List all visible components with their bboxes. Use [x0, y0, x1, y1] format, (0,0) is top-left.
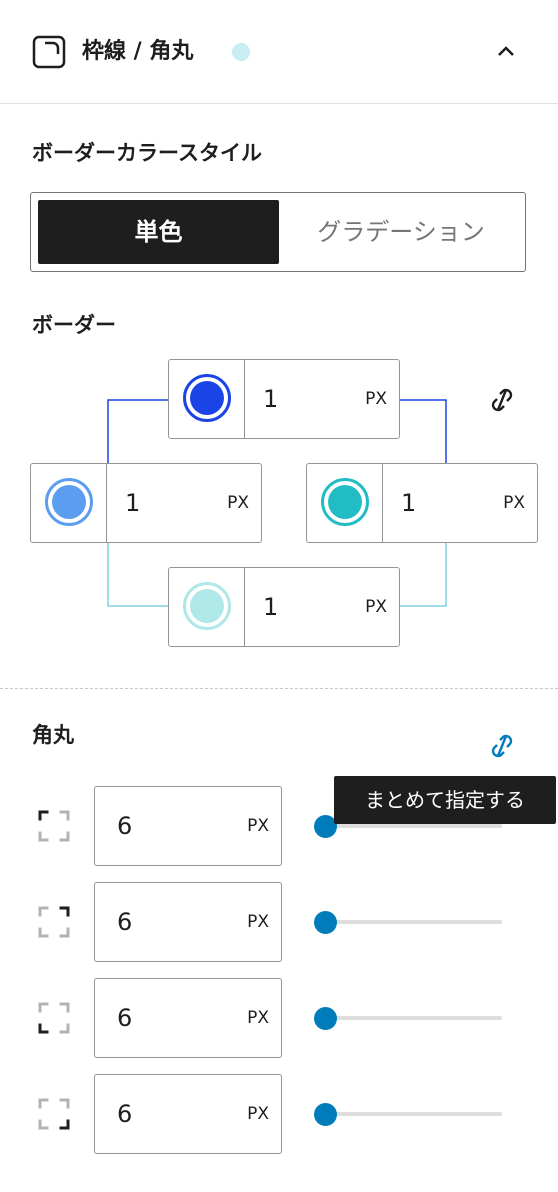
- unit-select[interactable]: PX: [503, 493, 525, 513]
- panel-header[interactable]: 枠線 / 角丸: [0, 0, 558, 104]
- border-label: ボーダー: [32, 313, 116, 337]
- radius-input[interactable]: 6 PX: [94, 978, 282, 1058]
- color-swatch: [52, 485, 86, 519]
- unit-select[interactable]: PX: [247, 1008, 269, 1028]
- radius-value: 6: [117, 1004, 133, 1032]
- border-left-color-button[interactable]: [31, 464, 107, 542]
- radius-row-bottom-right: 6 PX: [0, 1074, 558, 1154]
- unit-select[interactable]: PX: [247, 1104, 269, 1124]
- unit-select[interactable]: PX: [247, 816, 269, 836]
- rounded-corner-icon: [32, 35, 66, 69]
- radius-slider-track[interactable]: [326, 824, 502, 828]
- border-top-width-input[interactable]: 1: [263, 385, 279, 413]
- color-swatch-ring: [45, 478, 93, 526]
- radius-label: 角丸: [32, 723, 74, 747]
- border-bottom-width-input[interactable]: 1: [263, 593, 279, 621]
- border-right-control: 1 PX: [306, 463, 538, 543]
- color-swatch: [190, 381, 224, 415]
- radius-row-top-right: 6 PX: [0, 882, 558, 962]
- border-right-color-button[interactable]: [307, 464, 383, 542]
- radius-input[interactable]: 6 PX: [94, 882, 282, 962]
- border-bottom-color-button[interactable]: [169, 568, 245, 646]
- border-style-toggle: 単色 グラデーション: [30, 192, 526, 272]
- unlink-icon[interactable]: [486, 384, 518, 416]
- radius-slider-thumb[interactable]: [314, 815, 337, 838]
- radius-row-bottom-left: 6 PX: [0, 978, 558, 1058]
- radius-value: 6: [117, 1100, 133, 1128]
- border-style-label: ボーダーカラースタイル: [32, 141, 262, 165]
- radius-slider-thumb[interactable]: [314, 1007, 337, 1030]
- panel-title: 枠線 / 角丸: [82, 39, 194, 64]
- section-divider: [0, 688, 558, 689]
- chevron-up-icon[interactable]: [492, 38, 520, 66]
- unit-select[interactable]: PX: [227, 493, 249, 513]
- border-top-control: 1 PX: [168, 359, 400, 439]
- solid-color-button[interactable]: 単色: [38, 200, 279, 264]
- radius-slider-thumb[interactable]: [314, 911, 337, 934]
- color-swatch-ring: [321, 478, 369, 526]
- corner-bottom-right-icon: [38, 1098, 70, 1130]
- corner-bottom-left-icon: [38, 1002, 70, 1034]
- radius-row-top-left: 6 PX: [0, 786, 558, 866]
- border-bottom-control: 1 PX: [168, 567, 400, 647]
- border-connector-lines: [107, 399, 447, 607]
- radius-input[interactable]: 6 PX: [94, 1074, 282, 1154]
- color-swatch: [328, 485, 362, 519]
- unlink-icon[interactable]: [486, 730, 518, 762]
- unit-select[interactable]: PX: [365, 597, 387, 617]
- tooltip: まとめて指定する: [334, 776, 556, 824]
- radius-slider-track[interactable]: [326, 1016, 502, 1020]
- radius-value: 6: [117, 812, 133, 840]
- corner-top-left-icon: [38, 810, 70, 842]
- color-swatch-ring: [183, 582, 231, 630]
- unit-select[interactable]: PX: [247, 912, 269, 932]
- border-left-control: 1 PX: [30, 463, 262, 543]
- color-swatch-ring: [183, 374, 231, 422]
- border-right-width-input[interactable]: 1: [401, 489, 417, 517]
- unit-select[interactable]: PX: [365, 389, 387, 409]
- radius-value: 6: [117, 908, 133, 936]
- border-top-color-button[interactable]: [169, 360, 245, 438]
- status-indicator: [232, 43, 250, 61]
- corner-top-right-icon: [38, 906, 70, 938]
- border-left-width-input[interactable]: 1: [125, 489, 141, 517]
- gradient-button[interactable]: グラデーション: [317, 218, 485, 246]
- radius-slider-track[interactable]: [326, 920, 502, 924]
- radius-input[interactable]: 6 PX: [94, 786, 282, 866]
- radius-slider-thumb[interactable]: [314, 1103, 337, 1126]
- radius-slider-track[interactable]: [326, 1112, 502, 1116]
- color-swatch: [190, 589, 224, 623]
